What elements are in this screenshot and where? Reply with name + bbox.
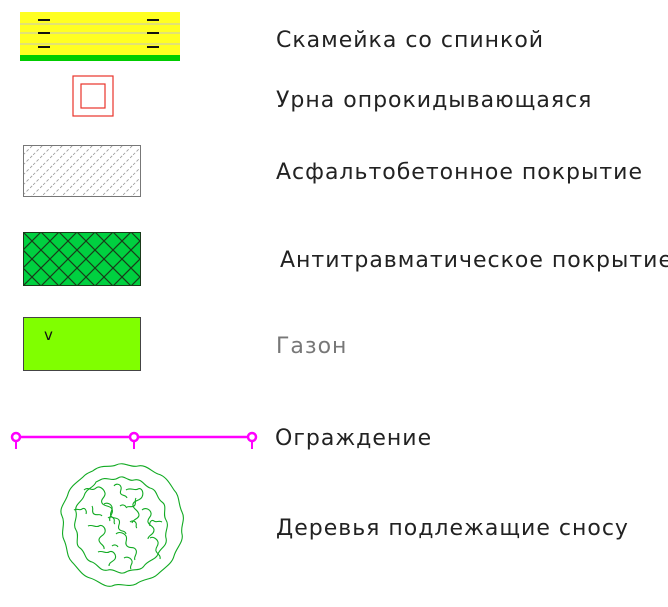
asphalt-symbol (23, 145, 141, 197)
legend-label-fence: Ограждение (275, 426, 433, 451)
urn-symbol (72, 75, 114, 117)
lawn-symbol: v (23, 317, 141, 371)
legend-label-bench: Скамейка со спинкой (276, 28, 545, 53)
legend-label-urn: Урна опрокидывающаяся (276, 88, 593, 113)
fence-symbol (10, 431, 258, 449)
legend-label-antitrauma: Антитравматическое покрытие (280, 248, 668, 273)
tree-symbol (60, 463, 184, 587)
legend-label-trees: Деревья подлежащие сносу (276, 516, 629, 541)
lawn-mark: v (44, 326, 53, 344)
bench-symbol (20, 12, 180, 61)
legend-label-lawn: Газон (276, 334, 348, 359)
antitrauma-symbol (23, 232, 141, 286)
legend-label-asphalt: Асфальтобетонное покрытие (276, 160, 643, 185)
